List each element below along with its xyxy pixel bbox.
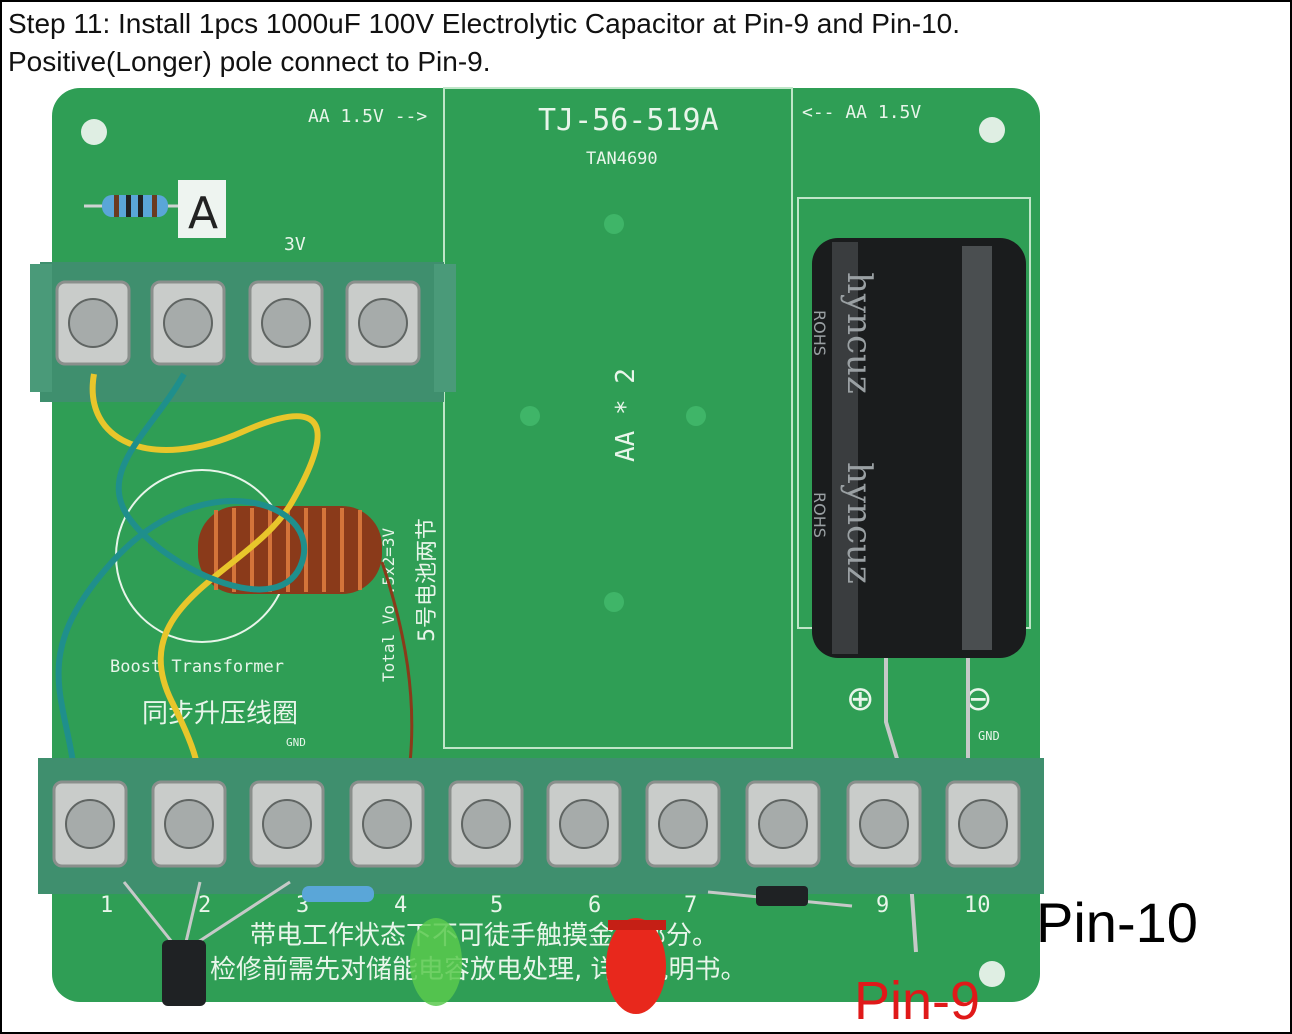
red-led — [606, 918, 666, 1014]
battery-count-label: AA * 2 — [611, 368, 641, 462]
diode — [756, 886, 808, 906]
resistor — [302, 886, 374, 902]
mounting-hole — [81, 119, 107, 145]
bottom-terminal-block — [38, 758, 1044, 894]
capacitor-mark: ROHS — [810, 492, 829, 538]
mounting-hole — [979, 117, 1005, 143]
resistor — [102, 195, 168, 217]
pin-numbers: 1 2 3 4 5 6 7 9 10 — [100, 893, 991, 918]
model-label: TJ-56-519A — [538, 103, 719, 138]
transistor — [162, 940, 206, 1006]
capacitor-mark: ROHS — [810, 310, 829, 356]
pin-number: 10 — [964, 893, 991, 918]
capacitor-brand: hyncuz — [839, 462, 879, 584]
electrolytic-capacitor: hyncuz hyncuz ROHS ROHS — [810, 238, 1026, 658]
green-led — [410, 918, 462, 1006]
pin-10-label: Pin-10 — [1036, 891, 1198, 954]
capacitor-brand: hyncuz — [839, 272, 879, 394]
battery-right-label: <-- AA 1.5V — [802, 102, 921, 123]
voltage-label: 3V — [284, 234, 306, 255]
pin-number: 7 — [684, 893, 697, 918]
cn-battery-label: 5号电池两节 — [415, 518, 440, 642]
battery-outline — [443, 87, 793, 749]
gnd-label-right: GND — [978, 729, 1000, 743]
mounting-hole — [979, 961, 1005, 987]
step-caption-line-1: Step 11: Install 1pcs 1000uF 100V Electr… — [8, 8, 961, 39]
pin-number: 1 — [100, 893, 113, 918]
top-terminal-block — [30, 262, 456, 402]
marker-label: A — [188, 188, 218, 239]
pin-number: 6 — [588, 893, 601, 918]
transformer-en-label: Boost Transformer — [110, 657, 284, 677]
warning-line-2: 检修前需先对储能电容放电处理, 详见说明书。 — [210, 955, 747, 985]
gnd-label-left: GND — [286, 736, 306, 749]
pin-number: 9 — [876, 893, 889, 918]
pin-number: 2 — [198, 893, 211, 918]
pin-number: 5 — [490, 893, 503, 918]
pin-number: 4 — [394, 893, 407, 918]
transformer-cn-label: 同步升压线圈 — [142, 699, 298, 729]
marker-box — [178, 180, 226, 238]
code-label: TAN4690 — [586, 149, 658, 169]
battery-left-label: AA 1.5V --> — [308, 106, 427, 127]
pin-9-label: Pin-9 — [854, 971, 981, 1031]
plus-symbol: ⊕ — [846, 679, 875, 719]
step-caption-line-2: Positive(Longer) pole connect to Pin-9. — [8, 46, 491, 77]
